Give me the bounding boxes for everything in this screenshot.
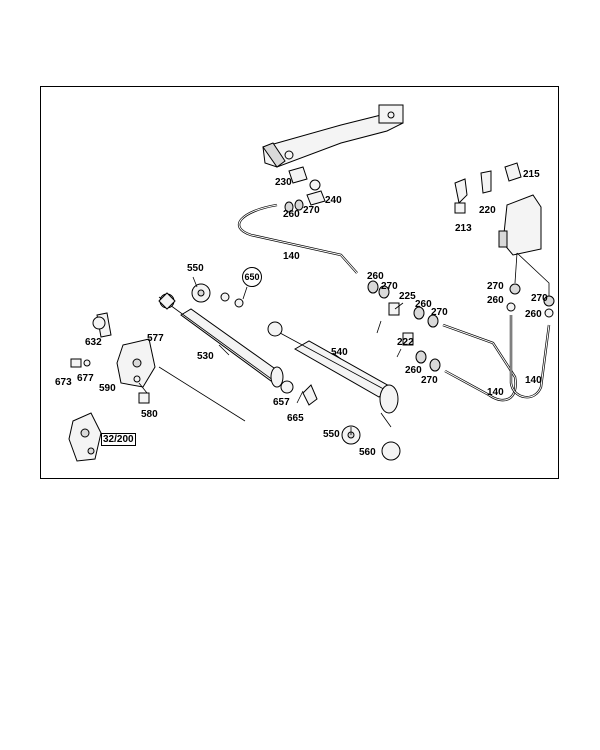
label-213: 213: [455, 223, 472, 234]
label-580: 580: [141, 409, 158, 420]
label-260-d: 260: [487, 295, 504, 306]
cylinder-530-part: [158, 292, 284, 422]
label-677: 677: [77, 373, 94, 384]
label-260-a: 260: [283, 209, 300, 220]
label-270-d: 270: [487, 281, 504, 292]
label-270-b: 270: [381, 281, 398, 292]
label-140-a: 140: [283, 251, 300, 262]
label-260-e: 260: [525, 309, 542, 320]
label-260-c: 260: [415, 299, 432, 310]
label-270-c: 270: [431, 307, 448, 318]
fitting-group-230: [284, 166, 326, 213]
label-140-c: 140: [525, 375, 542, 386]
upper-linkage-part: [262, 104, 404, 168]
block-32-200-part: [68, 412, 102, 462]
leader-lines: [138, 276, 404, 435]
pipe-140-middle: [442, 323, 517, 402]
parts-diagram: 230 215 240 260 270 220 213 140 550 650 …: [40, 86, 559, 479]
label-270-a: 270: [303, 205, 320, 216]
cylinder-540-part: [267, 321, 399, 428]
label-550-b: 550: [323, 429, 340, 440]
label-540: 540: [331, 347, 348, 358]
label-ref-32-200: 32/200: [101, 433, 136, 446]
label-222: 222: [397, 337, 414, 348]
label-577: 577: [147, 333, 164, 344]
label-260-b: 260: [367, 271, 384, 282]
label-270-f: 270: [421, 375, 438, 386]
label-590: 590: [99, 383, 116, 394]
label-632: 632: [85, 337, 102, 348]
valve-block-part: [498, 194, 555, 318]
label-560: 560: [359, 447, 376, 458]
label-270-e: 270: [531, 293, 548, 304]
label-650: 650: [242, 267, 262, 287]
fittings-213-220: [454, 162, 522, 214]
label-240: 240: [325, 195, 342, 206]
label-673: 673: [55, 377, 72, 388]
fitting-group-260-270: [367, 280, 441, 372]
label-140-b: 140: [487, 387, 504, 398]
label-260-f: 260: [405, 365, 422, 376]
exploded-view-drawing: [68, 104, 555, 462]
label-550-a: 550: [187, 263, 204, 274]
mount-550-560: [191, 283, 401, 461]
bracket-577-part: [70, 312, 156, 404]
label-220: 220: [479, 205, 496, 216]
label-225: 225: [399, 291, 416, 302]
label-530: 530: [197, 351, 214, 362]
label-665: 665: [287, 413, 304, 424]
label-657: 657: [273, 397, 290, 408]
label-230: 230: [275, 177, 292, 188]
label-215: 215: [523, 169, 540, 180]
